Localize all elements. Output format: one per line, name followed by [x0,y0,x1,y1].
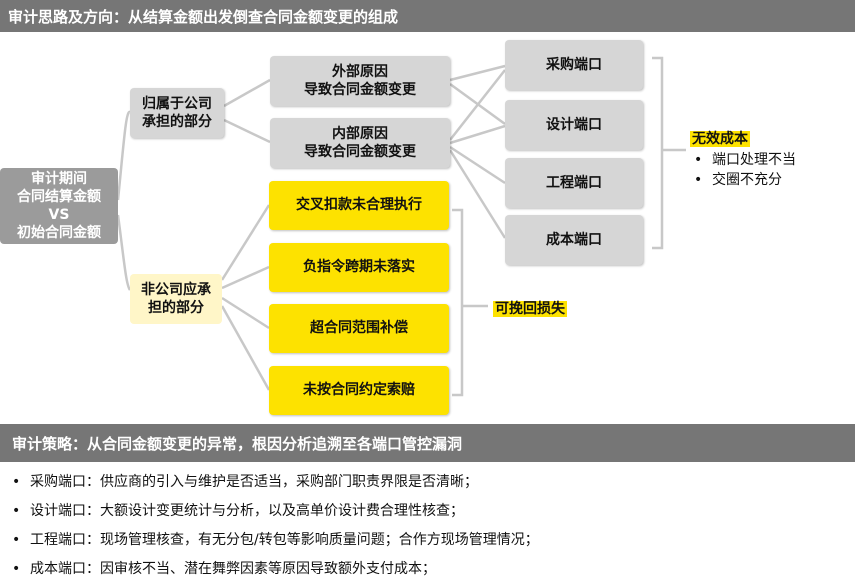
port-engineering: 工程端口 [505,158,643,208]
strategy-item: 工程端口：现场管理核查，有无分包/转包等影响质量问题；合作方现场管理情况； [8,528,539,557]
header-bar: 审计思路及方向：从结算金额出发倒查合同金额变更的组成 [0,0,855,32]
bracket-ports [652,56,664,250]
line-noncompany-item1 [220,204,271,281]
yellow-item-2: 负指令跨期未落实 [269,243,449,292]
port-cost: 成本端口 [505,215,643,265]
line-internal-port1 [449,69,506,141]
root-node: 审计期间 合同结算金额 VS 初始合同金额 [0,168,118,244]
strategy-item: 设计端口：大额设计变更统计与分析，以及高单价设计费合理性核查； [8,499,539,528]
strategy-title: 审计策略：从合同金额变更的异常，根因分析追溯至各端口管控漏洞 [12,434,463,453]
invalid-cost-item: 交圈不充分 [690,170,796,190]
port-procurement: 采购端口 [505,40,643,90]
yellow-item-3: 超合同范围补偿 [269,304,449,353]
line-noncompany-item3 [221,296,270,330]
yellow-item-4: 未按合同约定索赔 [269,366,449,415]
line-company-internal [223,118,271,144]
line-internal-port4 [448,149,507,239]
line-root-noncompany [116,214,132,291]
line-noncompany-item2 [221,265,270,290]
recoverable-label: 可挽回损失 [493,301,567,317]
port-design: 设计端口 [505,100,643,150]
line-noncompany-item4 [220,305,271,391]
line-company-external [223,78,271,108]
strategy-item: 采购端口：供应商的引入与维护是否适当，采购部门职责界限是否清晰； [8,470,539,499]
recoverable-note: 可挽回损失 [493,298,567,318]
line-internal-port3 [449,145,506,185]
branch-company: 归属于公司 承担的部分 [130,88,224,138]
strategy-list: 采购端口：供应商的引入与维护是否适当，采购部门职责界限是否清晰； 设计端口：大额… [8,470,539,586]
invalid-cost-title: 无效成本 [690,131,750,147]
invalid-cost-item: 端口处理不当 [690,150,796,170]
internal-cause-box: 内部原因 导致合同金额变更 [270,118,450,168]
strategy-item: 成本端口：因审核不当、潜在舞弊因素等原因导致额外支付成本； [8,557,539,586]
external-cause-box: 外部原因 导致合同金额变更 [270,56,450,106]
line-internal-port2 [449,124,506,145]
line-root-company [116,110,132,201]
header-title: 审计思路及方向：从结算金额出发倒查合同金额变更的组成 [8,7,399,26]
branch-noncompany: 非公司应承 担的部分 [130,274,222,324]
strategy-bar: 审计策略：从合同金额变更的异常，根因分析追溯至各端口管控漏洞 [0,424,855,462]
yellow-item-1: 交叉扣款未合理执行 [269,181,449,230]
line-external-port1 [449,64,506,82]
invalid-cost-note: 无效成本 端口处理不当 交圈不充分 [690,128,796,190]
bracket-yellow [452,208,464,397]
